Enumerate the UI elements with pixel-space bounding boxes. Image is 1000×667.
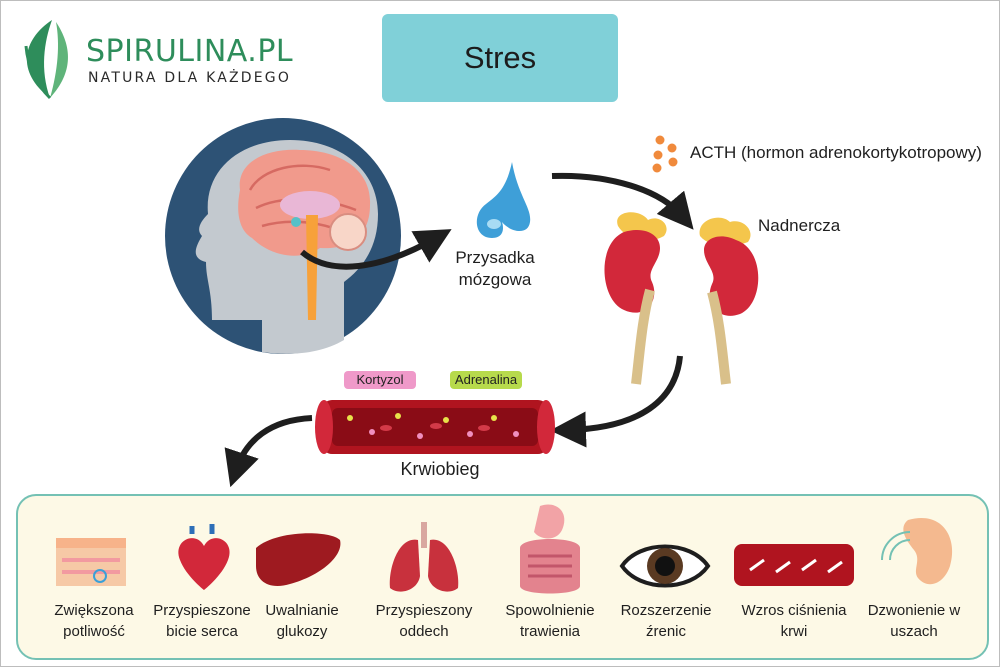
liver-icon <box>256 533 341 586</box>
acth-hormone-dots-icon <box>652 135 678 173</box>
blood-vessel-bloodstream-icon <box>315 400 555 454</box>
effect-sweating: Zwiększona potliwość <box>54 602 134 640</box>
effect-digestion: Spowolnienie trawienia <box>505 602 595 640</box>
arrow-blood-to-effects <box>224 415 313 488</box>
head-brain-illustration <box>165 118 401 354</box>
effect-heartbeat: Przyspieszone bicie serca <box>153 602 251 640</box>
effect-blood-pressure: Wzros ciśnienia krwi <box>741 602 847 640</box>
eye-icon <box>619 544 711 588</box>
adrenal-label: Nadnercza <box>758 216 841 235</box>
page-title: Stres <box>463 40 537 75</box>
arrow-pituitary-to-adrenal <box>551 172 694 230</box>
adrenal-glands-kidneys-icon <box>604 212 759 385</box>
brand-tagline: NATURA DLA KAŻDEGO <box>88 70 292 86</box>
lungs-icon <box>389 522 459 592</box>
heart-icon <box>178 524 230 590</box>
effect-pupils: Rozszerzenie źrenic <box>620 602 712 640</box>
digestive-icon <box>520 504 580 594</box>
skin-icon <box>56 538 126 586</box>
pituitary-gland-icon <box>476 162 531 238</box>
adrenaline-badge: Adrenalina <box>450 371 522 389</box>
cortisol-badge: Kortyzol <box>344 371 416 389</box>
title-box: Stres <box>382 14 618 102</box>
blood-vessel-pressure-icon <box>734 544 854 586</box>
leaf-logo-icon <box>24 20 69 100</box>
acth-label: ACTH (hormon adrenokortykotropowy) <box>690 143 982 162</box>
arrow-adrenal-to-blood <box>550 355 683 448</box>
ear-icon <box>881 518 953 585</box>
effect-breathing: Przyspieszony oddech <box>375 602 473 640</box>
effect-tinnitus: Dzwonienie w uszach <box>867 602 961 640</box>
brand-name: SPIRULINA.PL <box>86 34 294 69</box>
arrow-brain-to-pituitary <box>300 229 452 270</box>
pituitary-label: Przysadka mózgowa <box>455 248 535 289</box>
bloodstream-label: Krwiobieg <box>400 459 480 479</box>
effect-glucose: Uwalnianie glukozy <box>265 602 339 640</box>
